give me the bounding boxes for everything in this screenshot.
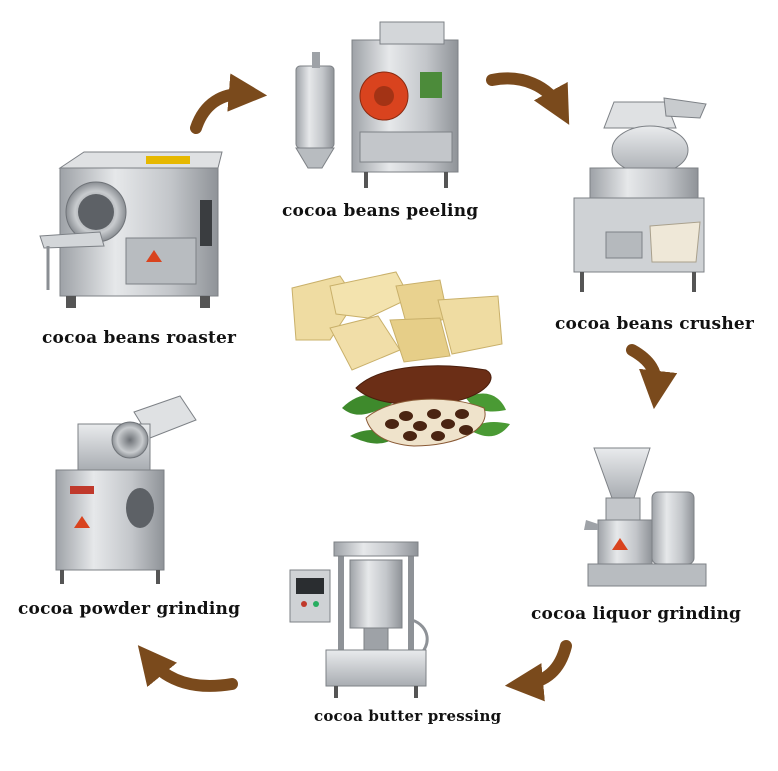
label-cocoa-powder-grinding: cocoa powder grinding <box>18 599 241 619</box>
oil-press-illustration <box>289 541 429 698</box>
arrow-pressing-to-powder <box>137 645 238 692</box>
crusher-machine-illustration <box>573 97 707 292</box>
label-cocoa-butter-pressing: cocoa butter pressing <box>314 707 502 725</box>
arrow-liquor-to-pressing <box>504 640 572 702</box>
label-cocoa-liquor-grinding: cocoa liquor grinding <box>531 604 742 624</box>
roaster-machine-illustration <box>39 151 223 308</box>
label-cocoa-beans-crusher: cocoa beans crusher <box>555 314 755 334</box>
label-cocoa-beans-peeling: cocoa beans peeling <box>282 201 479 221</box>
colloid-mill-illustration <box>584 447 707 587</box>
arrow-crusher-to-liquor <box>626 344 678 410</box>
peeling-machine-illustration <box>295 21 459 188</box>
powder-grinder-illustration <box>55 395 197 584</box>
arrow-roaster-to-peeling <box>190 73 268 134</box>
arrow-peeling-to-crusher <box>486 72 570 125</box>
cocoa-butter-and-pod-illustration <box>291 271 510 447</box>
label-cocoa-beans-roaster: cocoa beans roaster <box>42 328 237 348</box>
